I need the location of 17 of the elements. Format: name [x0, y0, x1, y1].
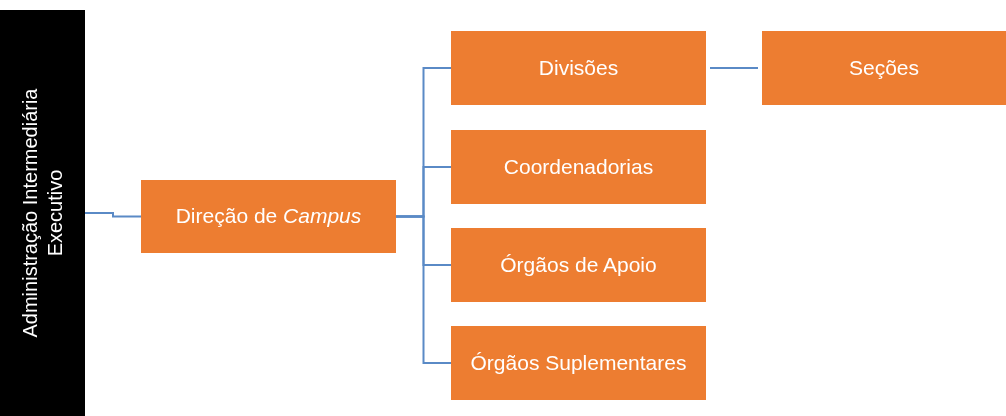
box-label: Administração Intermediária Executivo	[17, 87, 67, 340]
box-label: Órgãos Suplementares	[469, 349, 688, 376]
box-label: Divisões	[537, 54, 620, 81]
org-box	[451, 130, 706, 204]
org-box	[141, 180, 396, 253]
side-band	[0, 10, 85, 416]
org-box	[451, 326, 706, 400]
connector-line	[709, 67, 759, 69]
connector-line	[395, 215, 452, 364]
org-box	[451, 228, 706, 302]
box-label: Órgãos de Apoio	[499, 251, 658, 278]
box-label: Coordenadorias	[502, 153, 655, 180]
connector-line	[84, 212, 142, 218]
org-box	[762, 31, 1006, 105]
org-box	[451, 31, 706, 105]
box-label: Direção de Campus	[174, 203, 363, 230]
box-label: Seções	[847, 54, 920, 81]
